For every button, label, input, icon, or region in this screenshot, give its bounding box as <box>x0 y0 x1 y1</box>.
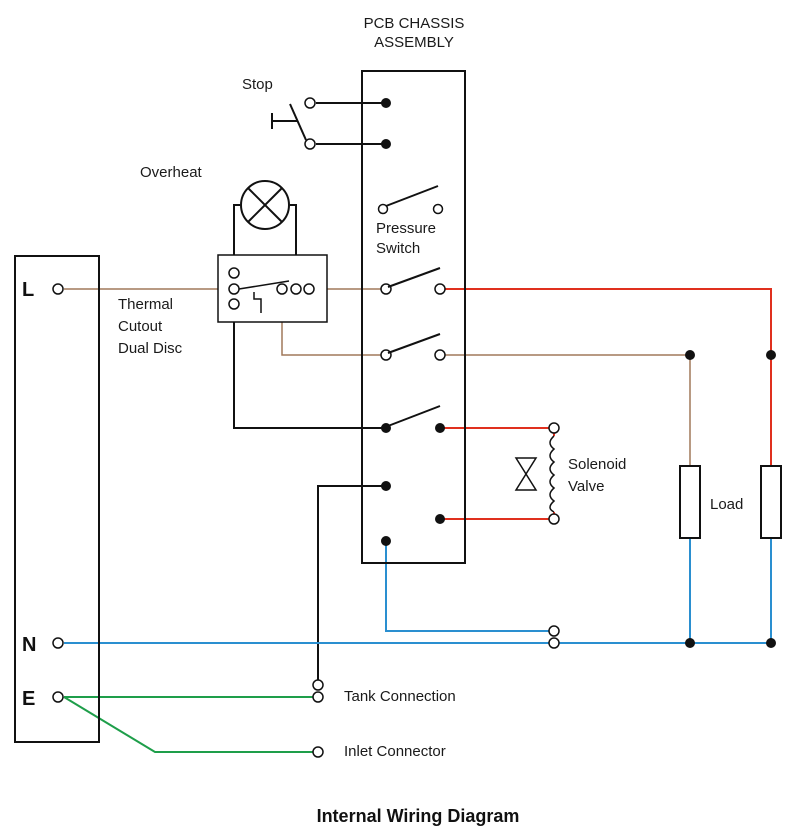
junction-right-neutral <box>766 638 776 648</box>
thermal-cutout-label-line3: Dual Disc <box>118 340 183 357</box>
cutout-to-pcb-wire <box>233 322 386 429</box>
pressure-switch <box>377 185 444 215</box>
stop-label: Stop <box>242 76 273 93</box>
inlet-connector: Inlet Connector <box>312 743 446 760</box>
load-element-right <box>760 465 782 539</box>
pcb-terminal-tank <box>381 481 391 491</box>
junction-left-neutral <box>685 638 695 648</box>
junction-left-top <box>685 350 695 360</box>
diagram-title: Internal Wiring Diagram <box>317 806 520 826</box>
earth-terminal-label: E <box>22 688 35 710</box>
switch-to-load-right-wire <box>440 288 772 466</box>
overheat-label: Overheat <box>140 164 203 181</box>
valve-symbol-icon <box>514 457 538 491</box>
supply-terminal-block: L N E <box>14 255 100 743</box>
pcb-label-line1: PCB CHASSIS <box>364 15 465 32</box>
live-terminal-label: L <box>22 279 34 301</box>
earth-to-inlet-wire <box>63 696 316 753</box>
overheat-lamp: Overheat <box>140 164 290 230</box>
load-elements: Load <box>679 350 782 648</box>
thermal-cutout-label-line2: Cutout <box>118 318 163 335</box>
pcb-to-solenoid-bottom-wire <box>440 512 555 520</box>
relay-contact-1 <box>380 267 446 295</box>
pcb-chassis-assembly: PCB CHASSIS ASSEMBLY Pressure Switch <box>361 15 466 564</box>
thermal-cutout-label-line1: Thermal <box>118 296 173 313</box>
load-label: Load <box>710 496 743 513</box>
relay-contact-3 <box>381 405 445 433</box>
overheat-lamp-left-wire <box>233 204 240 255</box>
pcb-label-line2: ASSEMBLY <box>374 34 454 51</box>
pcb-neutral-wire <box>385 541 554 632</box>
live-terminal <box>52 283 64 295</box>
earth-wires <box>63 696 318 753</box>
neutral-terminal <box>52 637 64 649</box>
live-wires <box>64 288 691 466</box>
thermal-cutout <box>217 254 328 323</box>
pcb-terminal-stop-top <box>381 98 391 108</box>
solenoid-label-line2: Valve <box>568 478 604 495</box>
solenoid-valve: Solenoid Valve <box>514 422 626 525</box>
pressure-switch-label-line1: Pressure <box>376 220 436 237</box>
solenoid-label-line1: Solenoid <box>568 456 626 473</box>
stop-switch: Stop <box>242 76 316 150</box>
wires <box>63 102 772 753</box>
switched-wires <box>440 288 772 520</box>
neutral-link <box>548 625 560 649</box>
relay-contact-2 <box>380 333 446 361</box>
tank-connection: Tank Connection <box>312 679 456 705</box>
pcb-terminal-solenoid <box>435 514 445 524</box>
neutral-wires <box>64 538 772 644</box>
switch-to-load-left-wire <box>440 354 691 466</box>
control-wires <box>233 102 386 680</box>
junction-right-top <box>766 350 776 360</box>
neutral-terminal-label: N <box>22 634 36 656</box>
tank-to-pcb-wire <box>317 485 386 680</box>
pcb-to-solenoid-top-wire <box>440 427 555 436</box>
earth-terminal <box>52 691 64 703</box>
inlet-connector-label: Inlet Connector <box>344 743 446 760</box>
pcb-terminal-stop-bottom <box>381 139 391 149</box>
overheat-lamp-right-wire <box>290 204 297 255</box>
load-element-left <box>679 465 701 539</box>
pcb-terminal-neutral <box>381 536 391 546</box>
tank-connection-label: Tank Connection <box>344 688 456 705</box>
pressure-switch-label-line2: Switch <box>376 240 420 257</box>
